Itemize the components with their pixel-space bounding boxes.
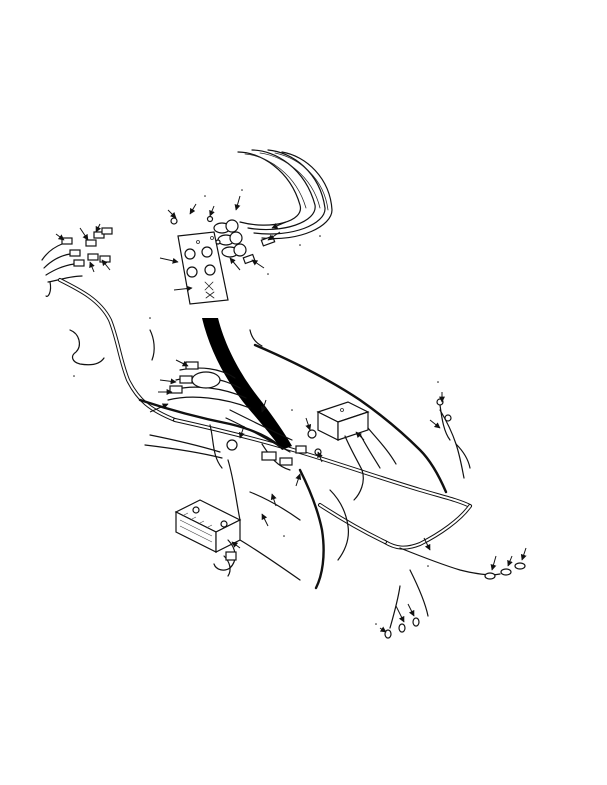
connector-group-right xyxy=(399,398,526,580)
connector-group-left xyxy=(41,227,113,297)
main-wiring-harness xyxy=(58,278,472,550)
hose-bundle xyxy=(213,149,333,265)
battery xyxy=(174,499,242,577)
hose-bundle-black xyxy=(202,318,292,450)
hose-fitting-3 xyxy=(221,243,247,258)
hose-fitting-1 xyxy=(213,219,239,234)
callout-dots xyxy=(73,189,439,625)
lower-pigtails xyxy=(384,569,429,639)
callout-leaders xyxy=(55,195,527,633)
hose-fitting-2 xyxy=(217,231,243,246)
loose-cable-left xyxy=(69,329,155,366)
plate-fasteners xyxy=(170,215,221,245)
junction-box xyxy=(316,401,397,501)
